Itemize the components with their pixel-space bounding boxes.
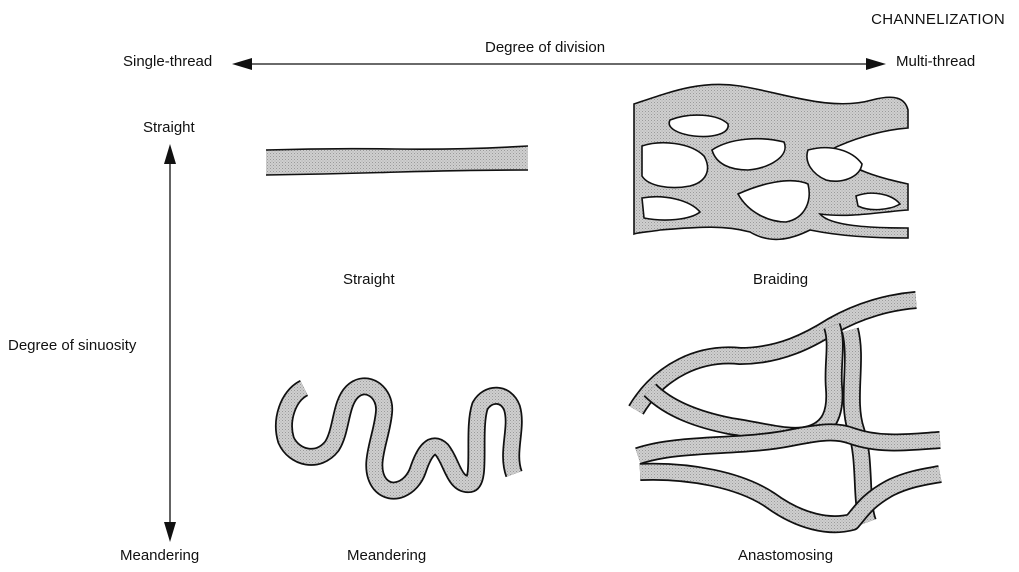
- braiding-channel: [634, 84, 908, 239]
- division-axis-arrow: [232, 58, 886, 70]
- anastomosing-channel: [636, 300, 940, 524]
- straight-channel: [266, 146, 528, 175]
- meandering-channel: [284, 386, 514, 490]
- sinuosity-axis-arrow: [164, 144, 176, 542]
